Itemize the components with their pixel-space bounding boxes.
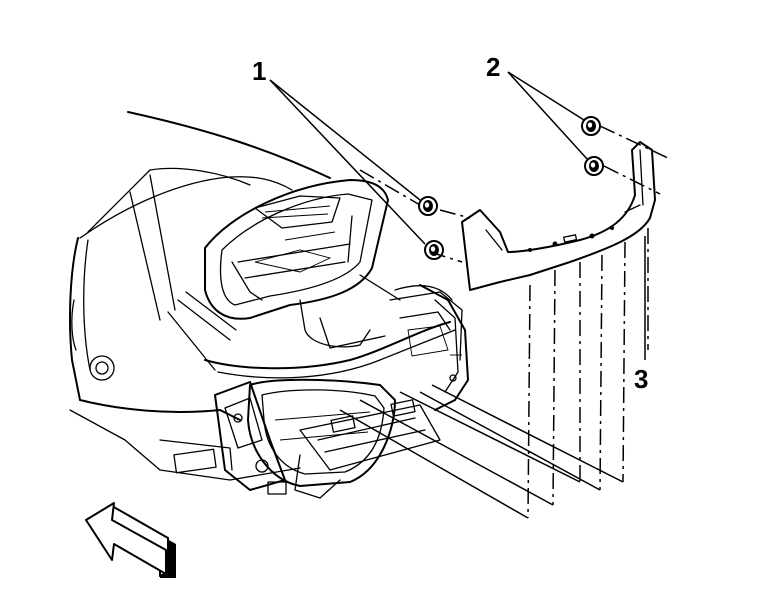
bracket	[461, 141, 656, 291]
nut-pair-left	[418, 196, 444, 260]
callout-leaders	[269, 71, 646, 360]
vehicle-rear-body	[69, 111, 469, 499]
nut-icon	[581, 116, 601, 136]
nut-pair-right	[581, 116, 604, 176]
alignment-lines	[339, 125, 669, 519]
nut-icon	[424, 240, 444, 260]
nut-icon	[418, 196, 438, 216]
callout-1: 1	[252, 56, 266, 86]
nut-icon	[584, 156, 604, 176]
front-direction-arrow-icon	[85, 502, 176, 578]
callout-3: 3	[634, 364, 648, 394]
callout-2: 2	[486, 52, 500, 82]
